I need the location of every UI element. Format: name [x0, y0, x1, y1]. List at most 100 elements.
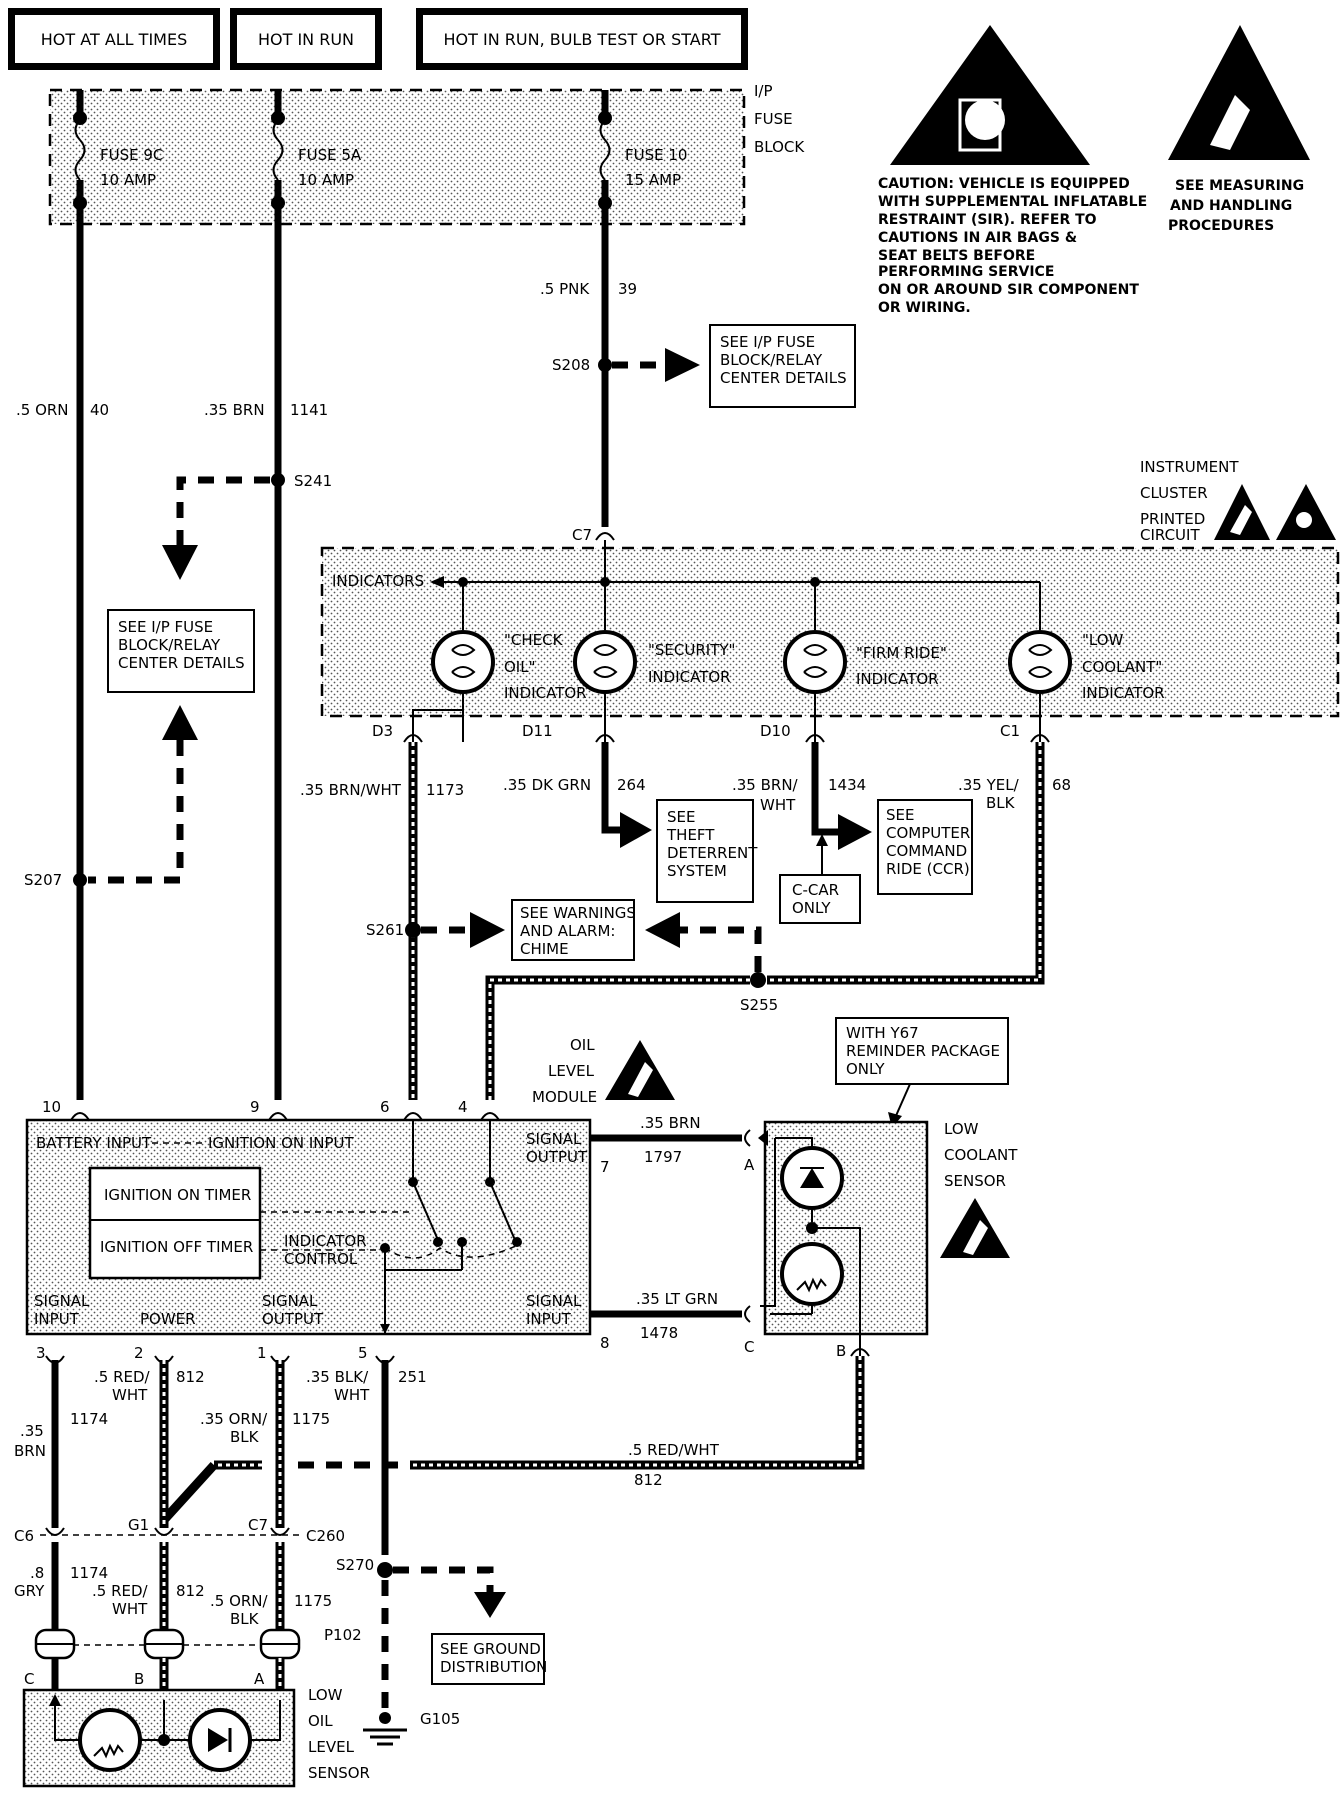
module-text: SIGNAL: [526, 1130, 582, 1148]
module-text: IGNITION ON INPUT: [208, 1134, 355, 1152]
wire-gauge: .5 ORN: [16, 401, 69, 419]
connector-label: C6: [14, 1527, 34, 1545]
sensor-label: LOW: [944, 1120, 979, 1138]
pin-label: B: [836, 1342, 846, 1360]
pin-label: B: [134, 1670, 144, 1688]
sensor-label: SENSOR: [308, 1764, 370, 1782]
wire-gauge: .35 BRN/: [732, 776, 799, 794]
indicator-label: "FIRM RIDE": [856, 644, 947, 662]
splice-s261: [405, 922, 421, 938]
module-text: BATTERY INPUT: [36, 1134, 152, 1152]
esd-warning-icon: [605, 1040, 675, 1100]
splice-label: S255: [740, 996, 778, 1014]
sensor-label: SENSOR: [944, 1172, 1006, 1190]
ref-text: SEE WARNINGS: [520, 904, 636, 922]
module-text: INPUT: [526, 1310, 572, 1328]
fuse-10: FUSE 10 15 AMP: [598, 90, 687, 224]
thermistor-icon: [780, 1242, 844, 1306]
indicator-label: "CHECK: [504, 631, 564, 649]
ref-text: CENTER DETAILS: [118, 654, 245, 672]
ref-c-car-only: [779, 874, 861, 924]
pin-label: 7: [600, 1158, 610, 1176]
indicator-label: INDICATOR: [504, 684, 587, 702]
wire-gauge: WHT: [112, 1600, 148, 1618]
pin-label: A: [744, 1156, 755, 1174]
connector-label: D11: [522, 722, 553, 740]
pin-label: 4: [458, 1098, 468, 1116]
wire-gauge: .35 DK GRN: [503, 776, 591, 794]
splice-label: S270: [336, 1556, 374, 1574]
pin-label: 9: [250, 1098, 260, 1116]
connector-label: D10: [760, 722, 791, 740]
wire-number: 264: [617, 776, 646, 794]
connector-label: D3: [372, 722, 393, 740]
module-text: SIGNAL: [262, 1292, 318, 1310]
fuse-5a: FUSE 5A 10 AMP: [271, 90, 362, 224]
sensor-label: LEVEL: [308, 1738, 355, 1756]
wire-gauge: BRN: [14, 1442, 46, 1460]
ref-text: SEE: [667, 808, 695, 826]
wire-gauge: .5 RED/: [92, 1582, 149, 1600]
indicator-label: INDICATOR: [1082, 684, 1165, 702]
caution-text: OR WIRING.: [878, 300, 971, 316]
ground-icon: [363, 1712, 407, 1746]
splice-label: S208: [552, 356, 590, 374]
ref-text: C-CAR: [792, 881, 839, 899]
esd-warning-icon: [940, 1198, 1010, 1258]
ref-text: WITH Y67: [846, 1024, 919, 1042]
connector-p102: [34, 1628, 301, 1660]
arrow-icon: [838, 814, 872, 850]
module-text: OUTPUT: [526, 1148, 588, 1166]
module-text: IGNITION ON TIMER: [104, 1186, 251, 1204]
wire-number: 1141: [290, 401, 328, 419]
module-text: OUTPUT: [262, 1310, 324, 1328]
wire-gauge: GRY: [14, 1582, 45, 1600]
splice-label: S207: [24, 871, 62, 889]
fuse-rating: 10 AMP: [298, 171, 354, 189]
splice-s241: [271, 473, 285, 487]
connector-label: P102: [324, 1626, 362, 1644]
esd-note-text: PROCEDURES: [1168, 218, 1274, 234]
indicator-check-oil: "CHECK OIL" INDICATOR: [431, 577, 587, 742]
ref-text: SEE GROUND: [440, 1640, 541, 1658]
header-label: HOT IN RUN, BULB TEST OR START: [444, 30, 721, 49]
splice-label: S261: [366, 921, 404, 939]
ref-text: SEE I/P FUSE: [118, 618, 213, 636]
ref-text: ONLY: [846, 1060, 885, 1078]
wire-gauge: .35 BLK/: [306, 1368, 369, 1386]
header-hot-in-run-bulb-test: HOT IN RUN, BULB TEST OR START: [416, 8, 748, 70]
header-hot-at-all-times: HOT AT ALL TIMES: [8, 8, 220, 70]
wire-gauge: .5 PNK: [540, 280, 590, 298]
ref-text: REMINDER PACKAGE: [846, 1042, 1000, 1060]
wire-number: 812: [634, 1471, 663, 1489]
module-label: MODULE: [532, 1088, 597, 1106]
connector-label: C1: [1000, 722, 1020, 740]
arrow-icon: [474, 1592, 506, 1618]
ref-text: SEE: [886, 806, 914, 824]
splice-s255: [750, 972, 766, 988]
ref-text: COMPUTER: [886, 824, 970, 842]
wire-gauge: .35: [20, 1422, 44, 1440]
module-text: SIGNAL: [526, 1292, 582, 1310]
indicator-label: COOLANT": [1082, 658, 1162, 676]
ref-text: DETERRENT: [667, 844, 758, 862]
arrow-icon: [665, 348, 700, 382]
header-label: HOT IN RUN: [258, 30, 354, 49]
header-hot-in-run: HOT IN RUN: [230, 8, 382, 70]
wire-number: 1174: [70, 1410, 108, 1428]
sir-warning-icon: [1276, 484, 1336, 540]
ip-fuse-block: [48, 88, 746, 226]
indicator-label: "LOW: [1082, 631, 1124, 649]
fuse-rating: 15 AMP: [625, 171, 681, 189]
wire-number: 68: [1052, 776, 1071, 794]
fuse-9c: FUSE 9C 10 AMP: [73, 90, 163, 224]
ref-text: THEFT: [666, 826, 715, 844]
header-label: HOT AT ALL TIMES: [41, 30, 187, 49]
wire-gauge: .35 BRN: [204, 401, 265, 419]
connector-label: C7: [572, 526, 592, 544]
wire-number: 1175: [292, 1410, 330, 1428]
indicator-low-coolant: "LOW COOLANT" INDICATOR: [1008, 582, 1165, 742]
wire-number: 251: [398, 1368, 427, 1386]
ref-ground-distribution: [431, 1633, 545, 1685]
ref-ccr: [877, 799, 973, 895]
